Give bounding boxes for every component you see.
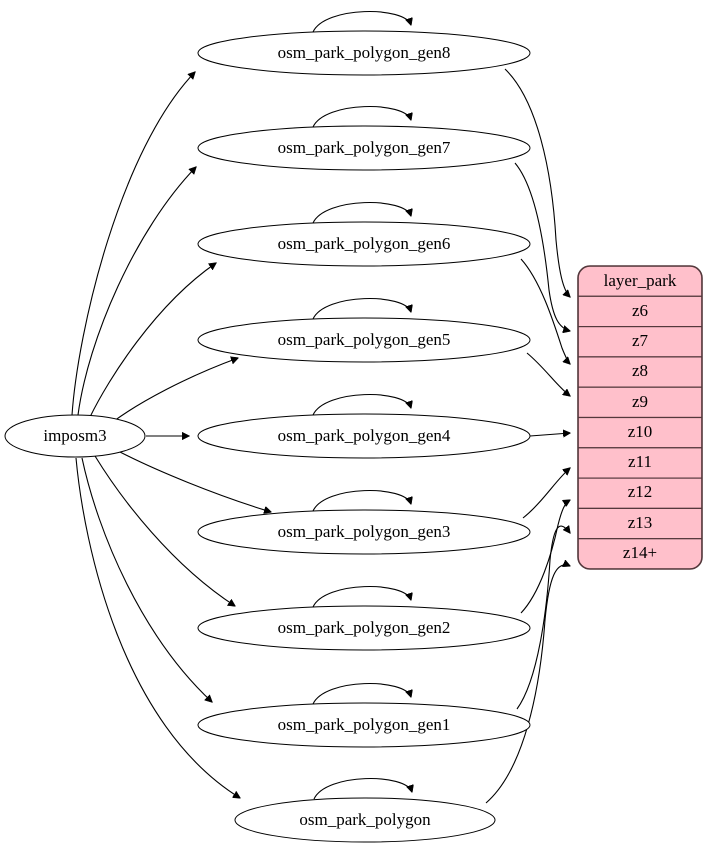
table-cell-z6-label: z6 [632, 301, 648, 320]
node-gen8-shape[interactable] [197, 30, 531, 76]
self-loop-base [313, 778, 412, 800]
node-gen2[interactable]: osm_park_polygon_gen2 [197, 605, 531, 651]
edge-imposm3-to-gen6 [89, 263, 216, 418]
table-row-z12[interactable] [578, 477, 702, 510]
node-imposm3-shape[interactable] [4, 414, 146, 458]
node-gen5-shape[interactable] [197, 317, 531, 363]
table-row-z10[interactable] [578, 416, 702, 449]
table-header-label: layer_park [604, 271, 677, 290]
node-gen6[interactable]: osm_park_polygon_gen6 [197, 221, 531, 267]
self-loop-gen3 [312, 490, 411, 512]
layer-park-table[interactable]: layer_park z6 z7 z8 z9 z10 z11 z12 z13 z… [577, 265, 703, 570]
table-row-z13[interactable] [578, 507, 702, 540]
node-gen8[interactable]: osm_park_polygon_gen8 [197, 30, 531, 76]
table-row-z7[interactable] [578, 326, 702, 358]
edge-base-to-z14 [485, 565, 570, 804]
edge-gen4-to-z10 [529, 433, 570, 436]
self-loop-gen2 [312, 586, 411, 608]
self-loop-gen6 [312, 202, 411, 224]
node-gen4-shape[interactable] [197, 413, 531, 459]
node-imposm3[interactable]: imposm3 [4, 414, 146, 458]
self-loop-gen7 [312, 106, 411, 128]
table-cell-z12-label: z12 [628, 482, 653, 501]
node-gen7-shape[interactable] [197, 125, 531, 171]
node-gen6-label: osm_park_polygon_gen6 [278, 234, 451, 253]
node-gen1-label: osm_park_polygon_gen1 [278, 715, 451, 734]
table-cell-z10-label: z10 [628, 422, 653, 441]
self-loop-gen1 [312, 683, 411, 705]
edge-imposm3-to-gen2 [94, 455, 235, 606]
node-base-shape[interactable] [234, 797, 496, 843]
edge-gen7-to-z7 [514, 162, 570, 331]
edge-gen5-to-z9 [526, 352, 570, 396]
node-gen2-label: osm_park_polygon_gen2 [278, 618, 451, 637]
node-gen5-label: osm_park_polygon_gen5 [278, 330, 451, 349]
edges-to-layer-park [485, 68, 570, 804]
node-gen7-label: osm_park_polygon_gen7 [278, 138, 451, 157]
node-imposm3-label: imposm3 [43, 426, 106, 445]
edge-imposm3-to-gen7 [77, 167, 196, 416]
self-loop-gen5 [312, 298, 411, 320]
table-row-z11[interactable] [578, 447, 702, 479]
node-gen4[interactable]: osm_park_polygon_gen4 [197, 413, 531, 459]
edges-from-imposm3 [71, 72, 271, 798]
table-cell-z11-label: z11 [628, 452, 652, 471]
table-border [577, 265, 703, 570]
edge-gen6-to-z8 [520, 258, 570, 364]
node-base-label: osm_park_polygon [299, 810, 431, 829]
self-loop-gen4 [312, 394, 411, 416]
table-cell-z7-label: z7 [632, 331, 649, 350]
edge-imposm3-to-base [75, 457, 240, 798]
node-gen7[interactable]: osm_park_polygon_gen7 [197, 125, 531, 171]
node-base[interactable]: osm_park_polygon [234, 797, 496, 843]
node-gen4-label: osm_park_polygon_gen4 [278, 426, 451, 445]
table-cell-z9-label: z9 [632, 392, 648, 411]
node-gen3-shape[interactable] [197, 509, 531, 555]
table-cell-z13-label: z13 [628, 513, 653, 532]
table-cell-z8-label: z8 [632, 361, 648, 380]
node-gen1-shape[interactable] [197, 702, 531, 748]
edge-gen2-to-z12 [520, 500, 570, 614]
edge-gen3-to-z11 [522, 468, 570, 519]
table-row-z9[interactable] [578, 386, 702, 419]
table-row-z14plus[interactable] [578, 538, 702, 569]
node-gen3-label: osm_park_polygon_gen3 [278, 522, 451, 541]
node-gen1[interactable]: osm_park_polygon_gen1 [197, 702, 531, 748]
node-gen2-shape[interactable] [197, 605, 531, 651]
node-gen8-label: osm_park_polygon_gen8 [278, 43, 451, 62]
table-cell-z14plus-label: z14+ [623, 543, 657, 562]
edge-imposm3-to-gen3 [119, 451, 271, 512]
self-loop-gen8 [312, 11, 411, 33]
node-gen3[interactable]: osm_park_polygon_gen3 [197, 509, 531, 555]
edge-gen1-to-z13 [516, 526, 570, 710]
node-gen6-shape[interactable] [197, 221, 531, 267]
edge-gen8-to-z6 [504, 68, 570, 297]
edge-imposm3-to-gen5 [113, 358, 238, 422]
edge-imposm3-to-gen8 [71, 72, 195, 416]
edge-imposm3-to-gen1 [81, 457, 212, 702]
node-gen5[interactable]: osm_park_polygon_gen5 [197, 317, 531, 363]
self-loops [312, 11, 412, 800]
